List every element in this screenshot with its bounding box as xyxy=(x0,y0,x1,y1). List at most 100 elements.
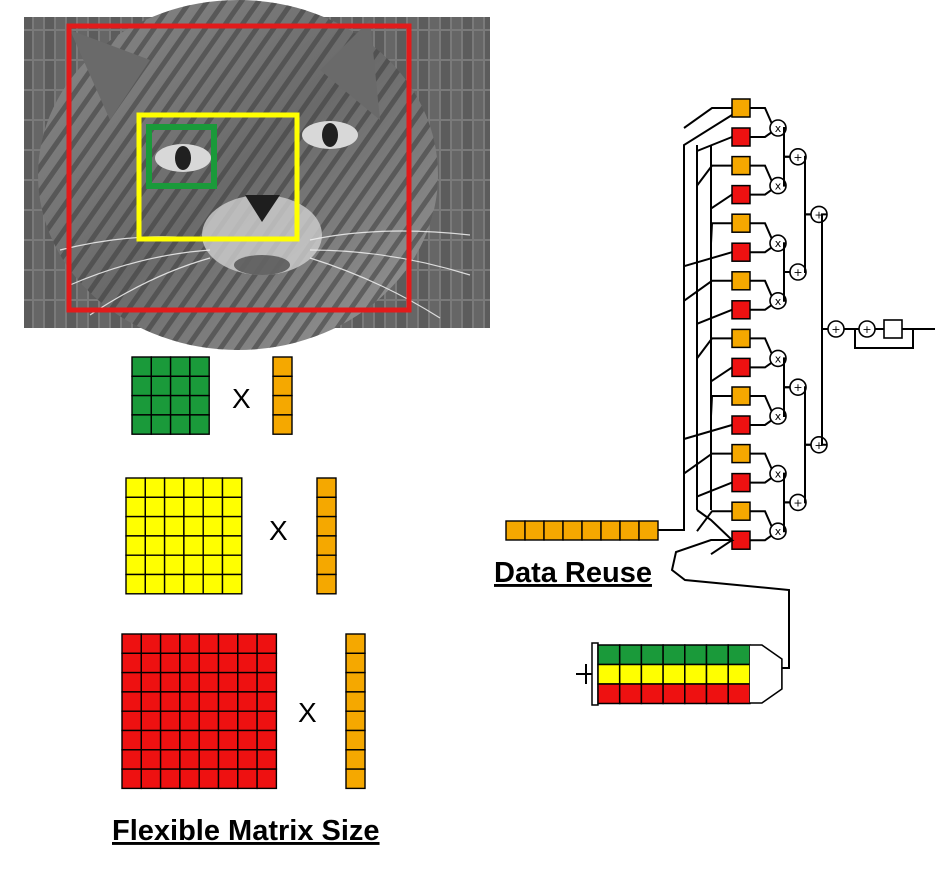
adder-line xyxy=(783,472,790,504)
mul-in-line xyxy=(750,164,773,183)
red-matrix-cell xyxy=(256,749,278,770)
weight-cell-red xyxy=(731,300,751,320)
green-matrix-cell xyxy=(150,375,172,397)
multiply-symbol-yellow: X xyxy=(269,515,288,546)
red-matrix-cell xyxy=(159,729,181,751)
red-matrix-cell xyxy=(179,691,200,712)
red-matrix-cell xyxy=(237,749,258,770)
input-vector-cell xyxy=(638,520,659,541)
yellow-matrix-cell xyxy=(125,496,146,518)
red-matrix-cell xyxy=(237,633,258,654)
red-matrix-cell xyxy=(121,652,142,674)
red-matrix-cell xyxy=(159,768,181,790)
mul-in-line xyxy=(750,476,773,484)
red-matrix-cell xyxy=(140,633,162,654)
yellow-matrix-cell xyxy=(221,554,243,576)
mul-in-line xyxy=(750,534,773,542)
yellow-matrix-cell xyxy=(202,573,224,595)
input-vector-cell xyxy=(524,520,545,541)
yellow-vector xyxy=(316,477,337,595)
weight-cell-orange xyxy=(731,271,751,291)
yellow-matrix-cell xyxy=(125,535,146,556)
green-matrix-cell xyxy=(169,356,191,377)
red-buffer-cell xyxy=(662,683,686,705)
mul-in-line xyxy=(750,279,773,298)
red-matrix-cell xyxy=(256,652,278,674)
green-matrix-cell xyxy=(169,394,191,416)
yellow-vector-cell xyxy=(316,554,337,576)
mul-in-line xyxy=(750,188,773,196)
red-window xyxy=(66,23,412,313)
yellow-buffer-cell xyxy=(662,663,686,685)
green-buffer-cell xyxy=(684,644,708,666)
weight-cell-orange xyxy=(731,501,751,521)
red-matrix-cell xyxy=(121,633,142,654)
buffer-link-line xyxy=(670,509,790,669)
yellow-matrix-cell xyxy=(183,573,204,595)
weight-cell-red xyxy=(731,357,751,378)
multiplier-glyph: x xyxy=(775,295,782,308)
green-buffer-cell xyxy=(705,644,729,666)
yellow-window xyxy=(136,112,300,242)
yellow-buffer-cell xyxy=(618,663,643,685)
yellow-matrix-cell xyxy=(183,477,204,498)
red-matrix-cell xyxy=(159,671,181,693)
buffer-frame xyxy=(591,642,599,706)
adder-line xyxy=(783,357,790,389)
green-buffer-cell xyxy=(597,644,621,666)
input-vector-cell xyxy=(619,520,640,541)
yellow-matrix-cell xyxy=(183,535,204,556)
yellow-matrix-cell xyxy=(221,496,243,518)
adder-glyph: + xyxy=(814,208,823,221)
adder-line xyxy=(783,386,790,417)
yellow-matrix-cell xyxy=(125,573,146,595)
feed-line xyxy=(696,164,732,187)
red-matrix-cell xyxy=(121,710,142,732)
red-matrix-cell xyxy=(256,633,278,654)
red-matrix-cell xyxy=(256,710,278,732)
feed-line xyxy=(710,193,733,210)
yellow-matrix-cell xyxy=(202,535,224,556)
green-buffer-cell xyxy=(727,644,751,666)
yellow-matrix-cell xyxy=(221,573,243,595)
red-matrix-cell xyxy=(217,652,239,674)
red-matrix-cell xyxy=(237,729,258,751)
yellow-matrix-cell xyxy=(202,554,224,576)
yellow-matrix-cell xyxy=(183,496,204,518)
feed-line xyxy=(696,337,732,359)
red-matrix-cell xyxy=(256,691,278,712)
green-vector-cell xyxy=(272,356,293,377)
green-matrix-cell xyxy=(169,414,191,435)
red-matrix-cell xyxy=(256,671,278,693)
input-feed-line xyxy=(658,114,733,531)
adder-line xyxy=(783,242,790,273)
yellow-matrix-cell xyxy=(163,535,185,556)
yellow-matrix-cell xyxy=(163,515,185,537)
yellow-vector-cell xyxy=(316,535,337,556)
yellow-vector-cell xyxy=(316,477,337,498)
data-reuse-caption: Data Reuse xyxy=(494,557,652,589)
green-matrix-cell xyxy=(150,394,172,416)
green-matrix-cell xyxy=(131,356,152,377)
mul-in-line xyxy=(750,361,773,369)
red-buffer-cell xyxy=(727,683,751,705)
adder-line xyxy=(783,271,790,302)
yellow-buffer-cell xyxy=(727,663,751,685)
feed-line xyxy=(710,395,732,417)
red-matrix-cell xyxy=(237,710,258,732)
red-vector-cell xyxy=(345,633,366,654)
red-matrix-cell xyxy=(237,768,258,790)
weight-cell-red xyxy=(731,472,751,493)
red-matrix-cell xyxy=(217,671,239,693)
red-matrix-cell xyxy=(159,691,181,712)
red-matrix-cell xyxy=(256,729,278,751)
red-vector-cell xyxy=(345,729,366,751)
yellow-matrix-cell xyxy=(163,477,185,498)
multiplier-glyph: x xyxy=(775,122,782,135)
adder-glyph: + xyxy=(793,151,802,164)
weight-cell-orange xyxy=(731,98,751,118)
green-vector-cell xyxy=(272,394,293,416)
yellow-buffer-cell xyxy=(640,663,664,685)
mul-in-line xyxy=(750,222,773,240)
feed-line xyxy=(696,136,733,152)
